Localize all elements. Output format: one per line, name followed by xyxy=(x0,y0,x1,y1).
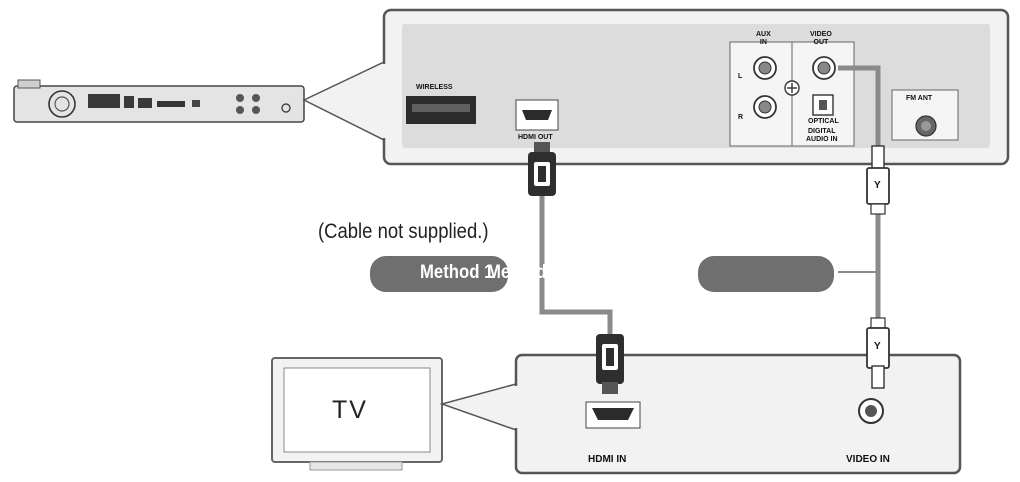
optical-label: OPTICAL xyxy=(808,118,839,125)
rear-panel xyxy=(382,8,1010,166)
hdmi-in-label: HDMI IN xyxy=(588,454,627,465)
aux-l-label: L xyxy=(738,73,743,80)
wireless-label: WIRELESS xyxy=(416,84,453,91)
video-plug-top-letter: Y xyxy=(874,180,881,191)
aux-r-label: R xyxy=(738,114,744,121)
video-out-label: VIDEO OUT xyxy=(810,31,832,46)
digital-audio-in-label: DIGITAL AUDIO IN xyxy=(806,128,838,143)
method-1-label: Method 1 xyxy=(420,262,494,283)
cable-note: (Cable not supplied.) xyxy=(318,220,489,243)
tv-panel xyxy=(514,353,962,475)
aux-in-label: AUX IN xyxy=(756,31,771,46)
tv-icon xyxy=(271,357,443,471)
video-plug-bottom-letter: Y xyxy=(874,341,881,352)
video-cable xyxy=(838,65,890,389)
hdmi-out-label: HDMI OUT xyxy=(518,134,553,141)
tv-label: TV xyxy=(332,396,368,424)
fm-ant-label: FM ANT xyxy=(906,95,933,102)
hdmi-cable xyxy=(528,142,624,394)
method-2-pill xyxy=(698,256,834,292)
method-2-label: Method 2 xyxy=(487,262,561,283)
player-unit-icon xyxy=(13,79,305,123)
video-in-label: VIDEO IN xyxy=(846,454,890,465)
method-1-pill xyxy=(370,256,508,292)
